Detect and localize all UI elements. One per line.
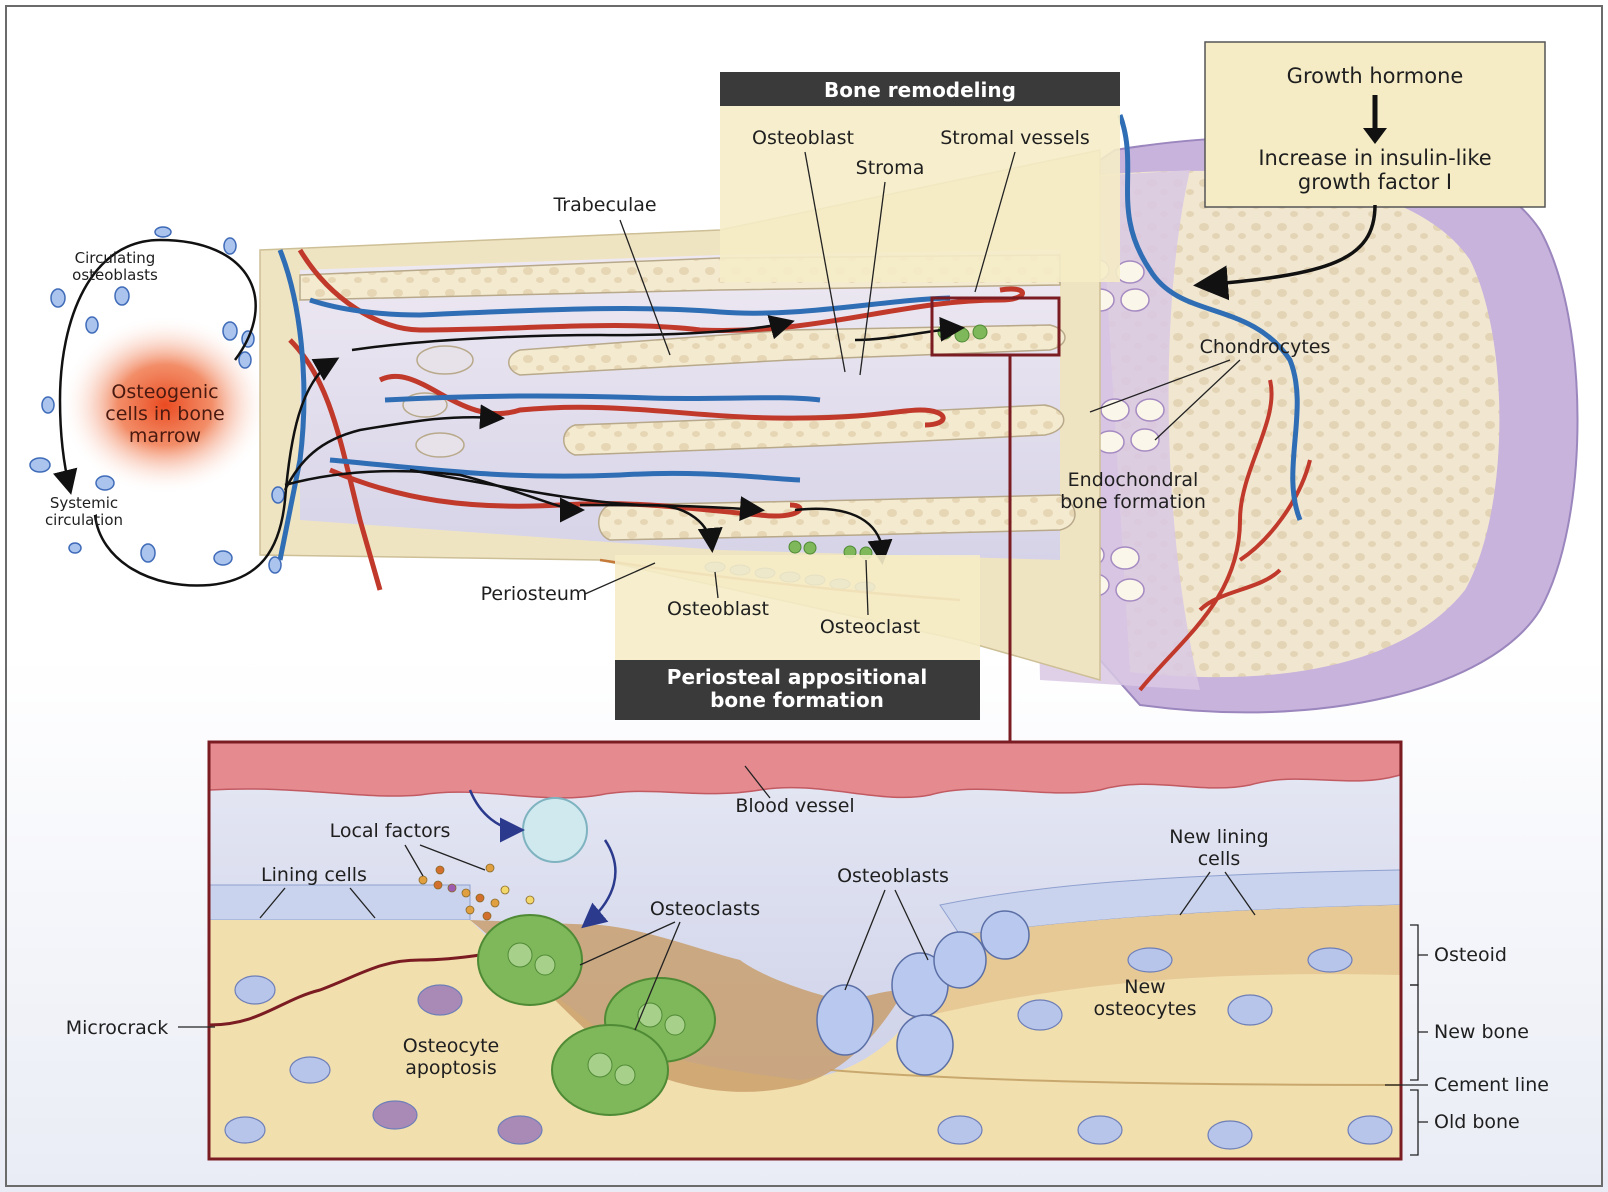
label-stromal-vessels: Stromal vessels <box>940 127 1090 149</box>
label-new-osteocytes-1: New <box>1124 976 1165 998</box>
label-osteoclasts: Osteoclasts <box>650 898 760 920</box>
label-periosteum: Periosteum <box>481 583 588 605</box>
inset-lining-cell-layer <box>209 885 470 920</box>
label-osteoclast-bottom: Osteoclast <box>820 616 920 638</box>
label-osteogenic-2: cells in bone <box>105 403 224 425</box>
label-osteoblasts: Osteoblasts <box>837 865 949 887</box>
periosteal-title-line1: Periosteal appositional <box>667 665 927 689</box>
periosteal-title-line2: bone formation <box>710 688 884 712</box>
label-blood-vessel: Blood vessel <box>735 795 854 817</box>
label-trabeculae: Trabeculae <box>552 194 656 216</box>
label-stroma: Stroma <box>856 157 925 179</box>
label-endochondral-1: Endochondral <box>1068 469 1199 491</box>
label-osteogenic-1: Osteogenic <box>111 381 218 403</box>
label-osteocyte-apoptosis-1: Osteocyte <box>403 1035 499 1057</box>
label-osteoid: Osteoid <box>1434 944 1507 966</box>
label-new-bone: New bone <box>1434 1021 1529 1043</box>
label-osteoblast-top: Osteoblast <box>752 127 854 149</box>
bone-remodeling-title: Bone remodeling <box>824 78 1016 102</box>
label-osteogenic-3: marrow <box>129 425 201 447</box>
label-new-lining-1: New lining <box>1169 826 1268 848</box>
label-endochondral-2: bone formation <box>1060 491 1206 513</box>
label-systemic-2: circulation <box>45 511 123 529</box>
inset-precursor-cell <box>523 798 587 862</box>
label-osteocyte-apoptosis-2: apoptosis <box>405 1057 497 1079</box>
label-systemic-1: Systemic <box>50 494 118 512</box>
label-circulating-osteoblasts-1: Circulating <box>75 249 156 267</box>
label-old-bone: Old bone <box>1434 1111 1520 1133</box>
growth-hormone-label: Growth hormone <box>1287 64 1464 88</box>
label-chondrocytes: Chondrocytes <box>1200 336 1331 358</box>
label-cement-line: Cement line <box>1434 1074 1549 1096</box>
label-lining-cells: Lining cells <box>261 864 367 886</box>
label-osteoblast-bottom: Osteoblast <box>667 598 769 620</box>
label-circulating-osteoblasts-2: osteoblasts <box>72 266 158 284</box>
label-new-osteocytes-2: osteocytes <box>1093 998 1196 1020</box>
igf-label-line1: Increase in insulin-like <box>1258 146 1491 170</box>
label-new-lining-2: cells <box>1198 848 1241 870</box>
label-microcrack: Microcrack <box>66 1017 169 1039</box>
igf-label-line2: growth factor I <box>1298 170 1452 194</box>
label-local-factors: Local factors <box>330 820 451 842</box>
